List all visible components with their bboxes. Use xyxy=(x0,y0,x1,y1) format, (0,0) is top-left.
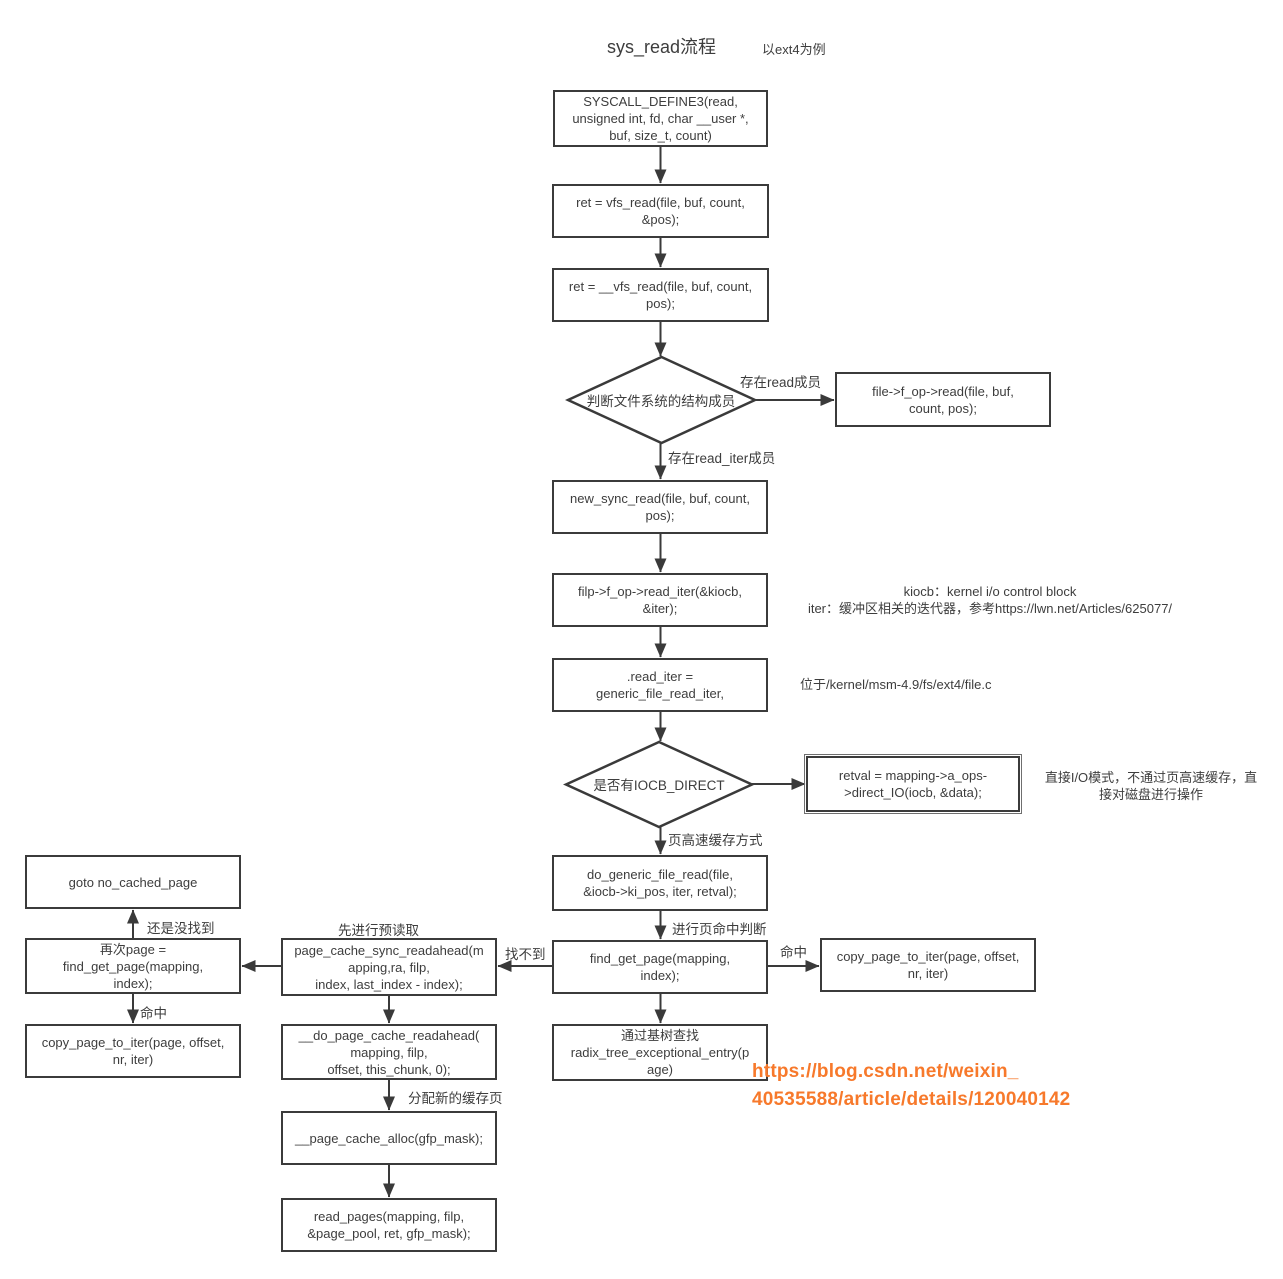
diamond-fs-member-check xyxy=(565,355,758,445)
edge-label-exist-read: 存在read成员 xyxy=(740,375,822,390)
edge-label-hit-right: 命中 xyxy=(780,945,807,960)
node-page-cache-sync-readahead: page_cache_sync_readahead(m apping,ra, f… xyxy=(281,938,497,996)
diamond-iocb-direct-check xyxy=(562,740,756,829)
note-source-location: 位于/kernel/msm-4.9/fs/ext4/file.c xyxy=(800,677,992,692)
note-kiocb-iter: kiocb：kernel i/o control block iter：缓冲区相… xyxy=(807,584,1173,616)
edge-label-page-cache-mode: 页高速缓存方式 xyxy=(668,833,763,848)
node-do-generic-file-read: do_generic_file_read(file, &iocb->ki_pos… xyxy=(552,855,768,911)
edge-label-hit-check: 进行页命中判断 xyxy=(672,922,767,937)
node-read-iter-call: filp->f_op->read_iter(&kiocb, &iter); xyxy=(552,573,768,627)
node-find-get-page: find_get_page(mapping, index); xyxy=(552,940,768,994)
watermark-url: https://blog.csdn.net/weixin_ 40535588/a… xyxy=(752,1061,1071,1110)
node-radix-tree-lookup: 通过基树查找 radix_tree_exceptional_entry(p ag… xyxy=(552,1024,768,1081)
node-fop-read: file->f_op->read(file, buf, count, pos); xyxy=(835,372,1051,427)
node-goto-no-cached-page: goto no_cached_page xyxy=(25,855,241,909)
edge-label-alloc-new-page: 分配新的缓存页 xyxy=(408,1091,503,1106)
node-do-page-cache-readahead: __do_page_cache_readahead( mapping, filp… xyxy=(281,1024,497,1080)
node-direct-io: retval = mapping->a_ops- >direct_IO(iocb… xyxy=(804,754,1022,814)
label-fs-member-check: 判断文件系统的结构成员 xyxy=(586,394,736,409)
label-iocb-direct-check: 是否有IOCB_DIRECT xyxy=(593,778,725,793)
node-copy-page-to-iter-left: copy_page_to_iter(page, offset, nr, iter… xyxy=(25,1024,241,1078)
node-retry-find-get-page: 再次page = find_get_page(mapping, index); xyxy=(25,938,241,994)
page-subtitle: 以ext4为例 xyxy=(762,42,826,57)
node-underscore-vfs-read: ret = __vfs_read(file, buf, count, pos); xyxy=(552,268,769,322)
edge-label-readahead-first: 先进行预读取 xyxy=(338,923,419,938)
node-copy-page-to-iter-right: copy_page_to_iter(page, offset, nr, iter… xyxy=(820,938,1036,992)
node-read-iter-assign: .read_iter = generic_file_read_iter, xyxy=(552,658,768,712)
node-syscall-define3: SYSCALL_DEFINE3(read, unsigned int, fd, … xyxy=(553,90,768,147)
node-page-cache-alloc: __page_cache_alloc(gfp_mask); xyxy=(281,1111,497,1165)
node-vfs-read: ret = vfs_read(file, buf, count, &pos); xyxy=(552,184,769,238)
edge-label-exist-read-iter: 存在read_iter成员 xyxy=(668,451,776,466)
node-read-pages: read_pages(mapping, filp, &page_pool, re… xyxy=(281,1198,497,1252)
note-direct-io: 直接I/O模式，不通过页高速缓存，直 接对磁盘进行操作 xyxy=(1044,770,1258,802)
edge-label-not-found: 找不到 xyxy=(505,947,546,962)
node-new-sync-read: new_sync_read(file, buf, count, pos); xyxy=(552,480,768,534)
edge-label-still-not-found: 还是没找到 xyxy=(147,921,215,936)
page-title: sys_read流程 xyxy=(607,37,717,57)
edge-label-hit-left: 命中 xyxy=(140,1006,167,1021)
